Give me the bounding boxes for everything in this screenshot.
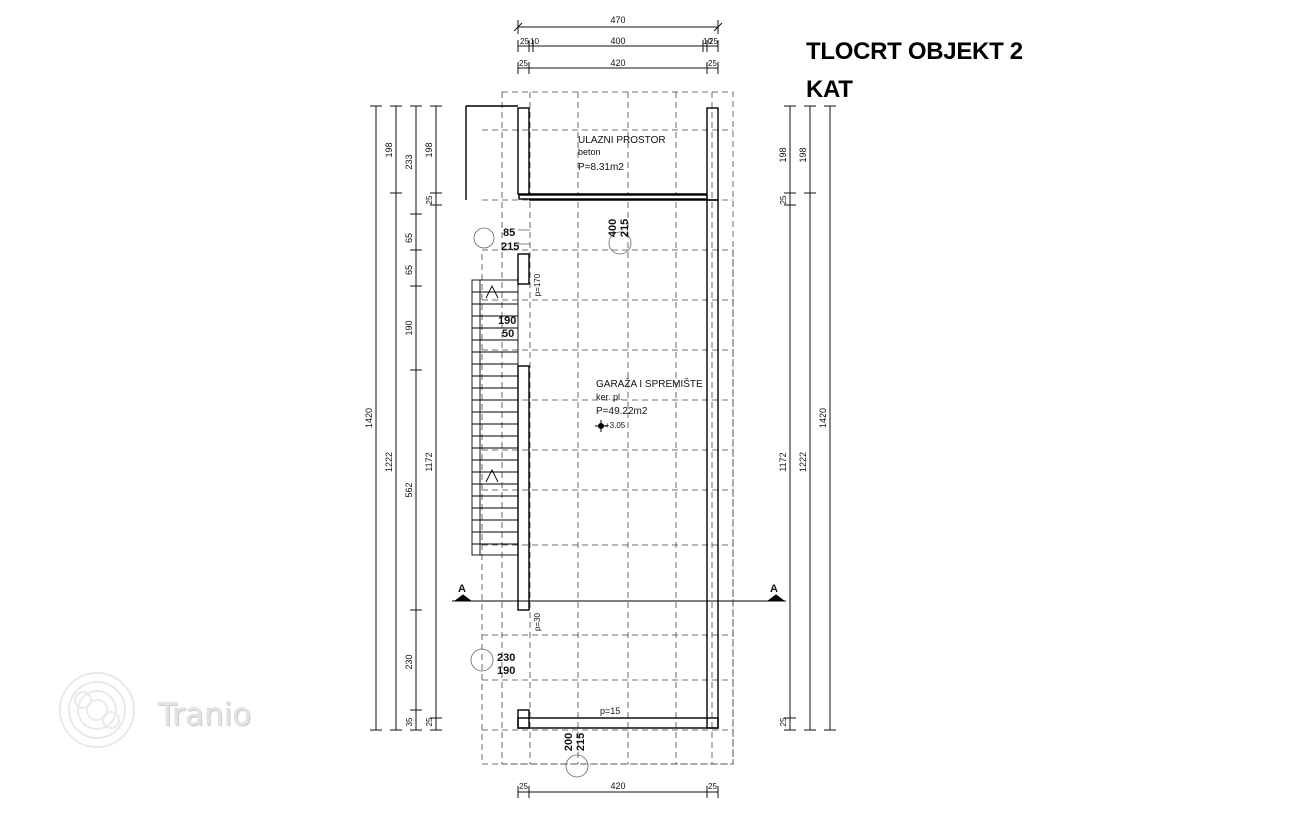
dim-top-middle: 400 — [610, 36, 625, 46]
dim-left-col3-e: 562 — [404, 482, 414, 497]
dim-left-col4-bot: 25 — [425, 717, 434, 726]
window-low-height: 190 — [497, 665, 515, 677]
room-garage-name: GARAŽA I SPREMIŠTE — [596, 377, 703, 390]
door-top-height: 215 — [619, 219, 631, 237]
room-garage-finish: ker. pl. — [596, 392, 623, 402]
dim-top-left-a: 25 — [520, 37, 529, 46]
dim-left-overall: 1420 — [364, 408, 374, 428]
dashed-grid — [481, 91, 734, 765]
dim-row3-mid: 420 — [610, 58, 625, 68]
right-dimensions — [784, 105, 836, 731]
plan-subtitle: KAT — [806, 76, 853, 103]
top-dimensions — [513, 20, 723, 798]
room-garage-level: +3.05 — [605, 421, 626, 430]
watermark-text: Tranio — [158, 697, 252, 733]
dim-right-col2-main: 1222 — [798, 452, 808, 472]
walls — [465, 105, 719, 729]
section-mark-left: A — [458, 583, 466, 595]
dim-bottom-right: 25 — [708, 782, 717, 791]
section-line-a — [452, 594, 786, 602]
room-garage-area: P=49.22m2 — [596, 406, 648, 417]
dim-right-col1-a: 25 — [779, 195, 788, 204]
window-left-width: 190 — [498, 315, 516, 327]
room-entrance-name: ULAZNI PROSTOR — [578, 135, 666, 146]
dim-left-col3-c: 65 — [404, 265, 414, 275]
dim-left-col3-f: 230 — [404, 654, 414, 669]
section-arrow-left — [453, 594, 473, 602]
dim-row3-left: 25 — [519, 59, 528, 68]
dim-right-overall: 1420 — [818, 408, 828, 428]
dim-top-overall: 470 — [610, 15, 625, 25]
plan-title: TLOCRT OBJEKT 2 — [806, 38, 1023, 65]
dim-left-col4-main: 1172 — [424, 452, 434, 471]
room-entrance-finish: beton — [578, 147, 601, 157]
dim-top-right-a: 10 — [703, 37, 712, 46]
window-left-height: 50 — [502, 328, 514, 340]
left-dimensions — [370, 105, 442, 731]
dim-bottom-mid: 420 — [610, 781, 625, 791]
dim-right-col2-top: 198 — [798, 147, 808, 162]
section-arrow-right — [766, 594, 786, 602]
dim-right-col1-main: 1172 — [778, 452, 788, 471]
dim-left-col3-b: 65 — [404, 233, 414, 243]
level-marker — [595, 420, 607, 432]
dim-left-col3-g: 35 — [405, 717, 414, 726]
dim-left-col2-main: 1222 — [384, 452, 394, 472]
dim-top-right-b: 25 — [709, 37, 718, 46]
dim-left-col3-a: 233 — [404, 154, 414, 169]
dim-left-col4-a: 25 — [425, 195, 434, 204]
dim-bottom-left: 25 — [519, 782, 528, 791]
section-mark-right: A — [770, 583, 778, 595]
staircase — [471, 279, 519, 556]
dim-right-col1-top: 198 — [778, 147, 788, 162]
door-small-height: 215 — [501, 241, 519, 253]
opening-markers — [470, 227, 632, 778]
door-bottom-height: 215 — [575, 733, 587, 751]
watermark-logo-icon — [59, 672, 135, 748]
dim-top-left-b: 10 — [530, 37, 539, 46]
parapet-a-label: p=170 — [533, 273, 542, 296]
parapet-c-label: p=15 — [600, 706, 620, 716]
door-small-width: 85 — [503, 227, 515, 239]
dim-row3-right: 25 — [708, 59, 717, 68]
dim-right-col1-bot: 25 — [779, 717, 788, 726]
dim-left-col3-d: 190 — [404, 320, 414, 335]
dim-left-col4-top: 198 — [424, 142, 434, 157]
dim-left-col2-top: 198 — [384, 142, 394, 157]
door-top-width: 400 — [607, 219, 619, 237]
parapet-b-label: p=30 — [533, 612, 542, 631]
room-entrance-area: P=8.31m2 — [578, 162, 624, 173]
door-bottom-width: 200 — [563, 733, 575, 751]
window-low-width: 230 — [497, 652, 515, 664]
